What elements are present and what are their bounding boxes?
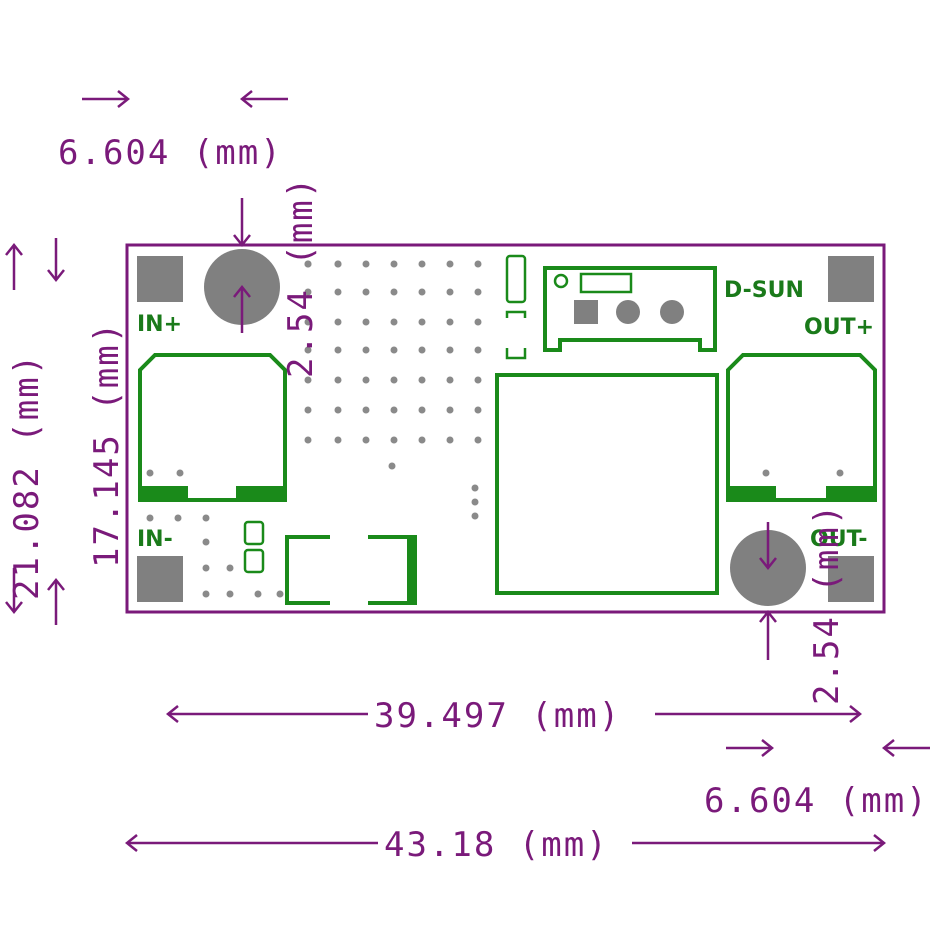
small-component-bottom — [243, 520, 265, 574]
via-dot — [226, 564, 234, 572]
diode-block — [285, 535, 417, 605]
pad-out-minus — [828, 556, 874, 602]
small-components-top — [505, 254, 527, 360]
via-dot — [334, 376, 342, 384]
dim-board-width-label: 43.18 (mm) — [384, 825, 609, 865]
via-dot — [390, 288, 398, 296]
via-dot — [418, 346, 426, 354]
via-dot — [362, 406, 370, 414]
label-out-plus: OUT+ — [804, 315, 874, 340]
via-dot — [334, 260, 342, 268]
via-dot — [202, 590, 210, 598]
dim-top-left-pitch-arrows — [82, 90, 288, 108]
via-dot — [418, 376, 426, 384]
capacitor-left — [138, 353, 287, 502]
via-dot — [174, 514, 182, 522]
via-dot — [202, 538, 210, 546]
via-dot — [390, 260, 398, 268]
via-dot — [304, 436, 312, 444]
dim-top-left-pitch-label: 6.604 (mm) — [58, 133, 283, 173]
via-dot — [474, 436, 482, 444]
dim-inner-height-label: 17.145 (mm) — [87, 321, 127, 568]
via-dot — [362, 346, 370, 354]
label-brand: D-SUN — [724, 278, 804, 303]
via-dot — [304, 288, 312, 296]
via-dot — [304, 346, 312, 354]
via-dot — [418, 436, 426, 444]
via-dot — [474, 346, 482, 354]
inductor — [495, 373, 719, 595]
via-dot — [471, 498, 479, 506]
via-dot — [362, 318, 370, 326]
via-dot — [390, 346, 398, 354]
via-dot — [304, 376, 312, 384]
dim-outer-height-label: 21.082 (mm) — [7, 353, 47, 600]
dim-hole-offset-bottom-label: 2.54 (mm) — [807, 503, 847, 705]
via-dot — [446, 376, 454, 384]
via-dot — [390, 376, 398, 384]
via-dot — [446, 346, 454, 354]
dim-hole-offset-bottom-arrows — [759, 522, 777, 660]
via-dot — [362, 376, 370, 384]
via-dot — [362, 436, 370, 444]
via-dot — [304, 318, 312, 326]
via-dot — [474, 260, 482, 268]
via-dot — [146, 514, 154, 522]
via-dot — [202, 564, 210, 572]
dim-board-width-arrows — [124, 834, 887, 852]
via-dot — [390, 406, 398, 414]
via-dot — [390, 318, 398, 326]
ic-package — [543, 266, 717, 352]
via-dot — [474, 376, 482, 384]
via-dot — [474, 406, 482, 414]
dim-top-right-pitch-label: 6.604 (mm) — [704, 781, 929, 821]
via-dot — [362, 288, 370, 296]
via-dot — [304, 260, 312, 268]
label-out-minus: OUT- — [810, 527, 867, 552]
dim-top-right-pitch-arrows — [726, 739, 930, 757]
via-dot — [474, 318, 482, 326]
via-dot — [471, 484, 479, 492]
via-dot-grid — [146, 260, 482, 598]
via-dot — [418, 318, 426, 326]
via-dot — [388, 462, 396, 470]
via-dot — [276, 590, 284, 598]
via-dot — [446, 260, 454, 268]
via-dot — [254, 590, 262, 598]
dim-hole-span-arrows — [165, 705, 863, 723]
pad-out-plus — [828, 256, 874, 302]
pad-in-plus — [137, 256, 183, 302]
via-dot — [390, 436, 398, 444]
label-in-minus: IN- — [137, 527, 173, 552]
capacitor-right — [726, 353, 877, 502]
via-dot — [304, 406, 312, 414]
via-dot — [446, 318, 454, 326]
via-dot — [446, 406, 454, 414]
via-dot — [202, 514, 210, 522]
dim-hole-span-label: 39.497 (mm) — [374, 696, 621, 736]
via-dot — [226, 590, 234, 598]
via-dot — [334, 436, 342, 444]
via-dot — [474, 288, 482, 296]
via-dot — [418, 260, 426, 268]
dim-outer-height-arrows — [5, 238, 65, 625]
via-dot — [362, 260, 370, 268]
pad-in-minus — [137, 556, 183, 602]
via-dot — [418, 288, 426, 296]
dim-hole-offset-top-arrows — [233, 198, 251, 333]
dim-hole-offset-top-label: 2.54 (mm) — [281, 176, 321, 378]
label-in-plus: IN+ — [137, 312, 182, 337]
via-dot — [334, 318, 342, 326]
via-dot — [334, 288, 342, 296]
via-dot — [446, 436, 454, 444]
via-dot — [471, 512, 479, 520]
via-dot — [418, 406, 426, 414]
via-dot — [446, 288, 454, 296]
via-dot — [334, 406, 342, 414]
via-dot — [334, 346, 342, 354]
